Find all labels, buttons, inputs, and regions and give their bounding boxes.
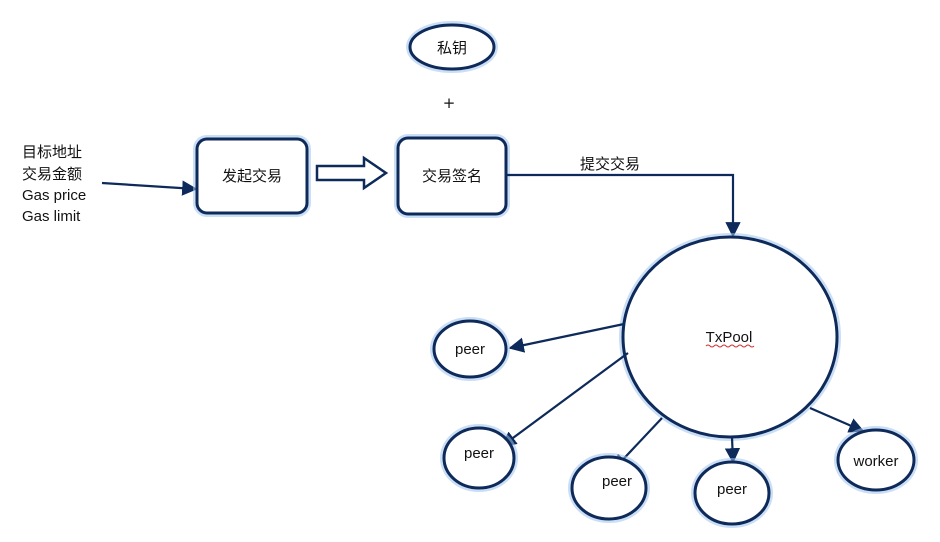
spellcheck-underline	[705, 344, 755, 348]
peer-label-4: peer	[717, 481, 747, 498]
input-line-target-address: 目标地址	[22, 143, 82, 161]
private-key-node: 私钥	[406, 21, 498, 73]
arrow-txpool-to-peer-2	[500, 352, 629, 447]
input-line-gas-limit: Gas limit	[22, 208, 81, 225]
peer-node-3: peer	[568, 453, 650, 523]
sign-tx-label: 交易签名	[422, 167, 482, 185]
input-line-gas-price: Gas price	[22, 187, 86, 204]
arrow-inputs-to-initiate	[101, 180, 198, 196]
peer-node-4: peer	[691, 458, 773, 528]
submit-tx-label: 提交交易	[580, 155, 640, 173]
arrow-txpool-to-worker	[809, 406, 865, 433]
input-params: 目标地址 交易金额 Gas price Gas limit	[22, 143, 86, 225]
sign-tx-node: 交易签名	[394, 134, 510, 218]
initiate-tx-node: 发起交易	[193, 135, 311, 217]
txpool-node: TxPool	[619, 233, 841, 441]
peer-node-1: peer	[430, 317, 510, 381]
arrow-txpool-to-peer-1	[508, 322, 625, 353]
peer-label-2: peer	[464, 445, 494, 462]
worker-label: worker	[852, 453, 898, 470]
peer-label-1: peer	[455, 341, 485, 358]
initiate-tx-label: 发起交易	[222, 167, 282, 185]
arrow-txpool-to-peer-4	[724, 436, 741, 464]
worker-node: worker	[834, 426, 918, 494]
arrow-sign-to-txpool	[506, 173, 741, 238]
txpool-label: TxPool	[706, 329, 753, 346]
plus-sign: +	[443, 94, 456, 112]
private-key-label: 私钥	[437, 39, 467, 57]
block-arrow-initiate-to-sign	[315, 155, 389, 191]
peer-node-2: peer	[440, 424, 518, 492]
input-line-amount: 交易金额	[22, 165, 82, 183]
peer-label-3: peer	[602, 473, 632, 490]
